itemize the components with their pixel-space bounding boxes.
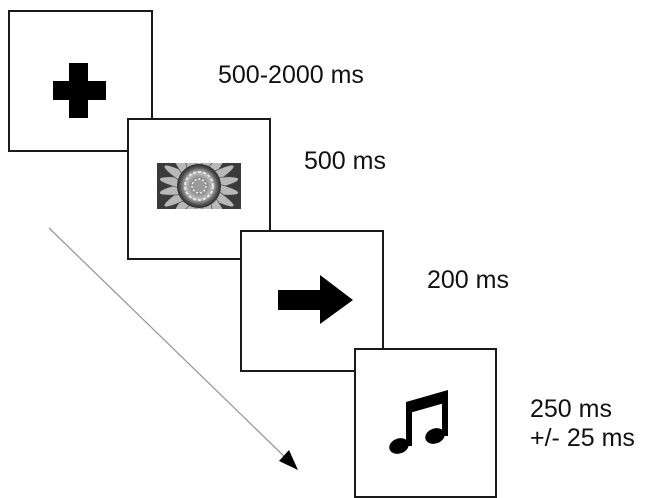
frame-tone [354, 348, 497, 498]
duration-label-1: 500-2000 ms [218, 61, 364, 89]
duration-label-3: 200 ms [427, 266, 509, 294]
fixation-cross-icon [53, 63, 106, 118]
flower-image [157, 163, 241, 209]
frame-image [127, 118, 271, 260]
right-arrow-icon [278, 275, 353, 324]
duration-label-4-jitter: +/- 25 ms [530, 424, 635, 452]
music-note-icon [389, 390, 448, 454]
duration-label-4: 250 ms [530, 395, 612, 423]
duration-label-2: 500 ms [304, 147, 386, 175]
